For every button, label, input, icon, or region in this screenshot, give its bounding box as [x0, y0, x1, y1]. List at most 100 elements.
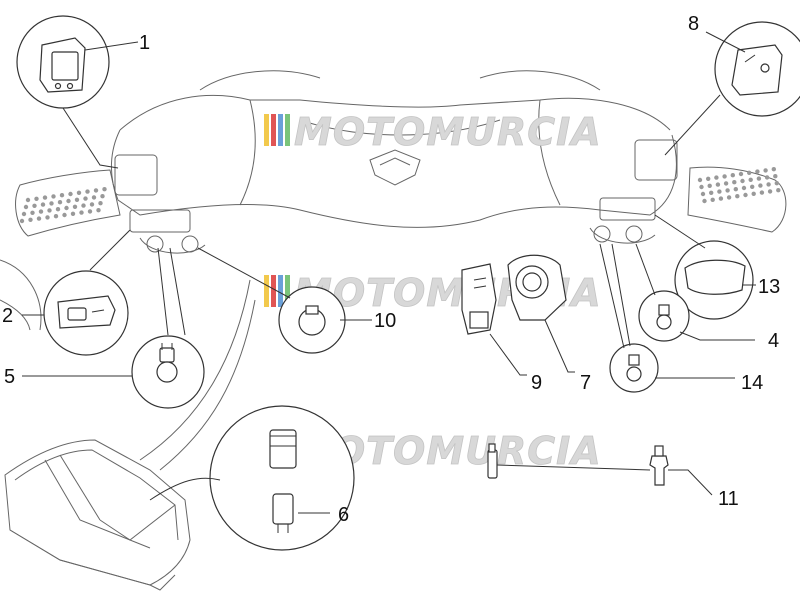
grip-dot	[706, 176, 711, 181]
grip-dot	[748, 177, 753, 182]
grip-dot	[102, 187, 107, 192]
grip-dot	[21, 211, 27, 217]
grip-dot	[53, 214, 59, 219]
grip-dot	[47, 208, 52, 213]
grip-dot	[763, 168, 768, 173]
headlamp-housing	[4, 439, 191, 591]
grip-dot	[49, 201, 54, 206]
grip-dot	[38, 209, 44, 214]
grip-dot	[36, 216, 42, 221]
label-7: 7	[580, 372, 591, 394]
grip-dot	[81, 203, 86, 208]
grip-dot	[758, 183, 763, 188]
grip-dot	[735, 194, 740, 199]
grip-dot	[710, 197, 715, 202]
grip-dot	[732, 180, 737, 185]
grip-dot	[68, 191, 73, 197]
grip-dot	[74, 197, 80, 202]
left-grip	[15, 169, 121, 237]
label-11: 11	[718, 488, 739, 510]
grip-dot	[85, 189, 90, 194]
grip-dot	[767, 189, 773, 194]
grip-dot	[725, 188, 730, 193]
grip-dot	[751, 191, 756, 196]
grip-dot	[707, 183, 712, 188]
label-10: 10	[374, 310, 396, 332]
grip-dot	[66, 198, 71, 204]
grip-dot	[715, 182, 721, 187]
grip-dot	[76, 190, 82, 195]
label-13: 13	[758, 276, 780, 298]
grip-dot	[756, 176, 762, 181]
grip-dot	[747, 170, 752, 175]
label-5: 5	[4, 366, 15, 388]
grip-dot	[42, 195, 48, 200]
label-2: 2	[2, 305, 13, 327]
grip-dot	[714, 175, 719, 180]
grip-dot	[51, 194, 56, 199]
part-8-switch-cap[interactable]: 8	[664, 13, 800, 156]
part-14-bulb[interactable]: 14	[599, 243, 763, 394]
grip-dot	[25, 197, 31, 203]
grip-dot	[766, 182, 771, 187]
handlebar-body	[110, 70, 678, 254]
grip-dot	[750, 184, 755, 189]
grip-dot	[726, 195, 732, 200]
part-9-socket[interactable]: 9	[461, 263, 542, 394]
part-11-bulbs[interactable]: 11	[487, 443, 739, 510]
grip-dot	[759, 190, 765, 195]
grip-dot	[87, 209, 93, 214]
grip-dot	[730, 173, 735, 178]
part-7-holder[interactable]: 7	[507, 254, 591, 394]
grip-dot	[771, 167, 776, 172]
grip-dot	[697, 177, 703, 183]
part-4-bulb[interactable]: 4	[635, 243, 779, 352]
grip-dot	[59, 193, 65, 198]
grip-dot	[718, 196, 724, 201]
grip-dot	[32, 203, 37, 208]
grip-dot	[57, 200, 63, 205]
grip-dot	[70, 211, 76, 216]
grip-dot	[717, 189, 722, 194]
label-14: 14	[741, 372, 763, 394]
watermark-1: MOTOMURCIA	[264, 110, 602, 154]
label-9: 9	[531, 372, 542, 394]
part-13-lens[interactable]: 13	[654, 214, 780, 320]
grip-dot	[738, 171, 744, 177]
grip-dot	[40, 202, 46, 207]
grip-dot	[733, 187, 738, 192]
grip-dot	[34, 196, 39, 201]
grip-dot	[30, 210, 35, 215]
grip-dot	[699, 184, 704, 190]
part-2-switch[interactable]: 2	[2, 229, 131, 356]
grip-dot	[702, 198, 707, 204]
grip-dot	[55, 207, 61, 212]
watermark-text: MOTOMURCIA	[294, 110, 602, 154]
grip-dot	[722, 174, 727, 179]
grip-dot	[774, 181, 779, 186]
grip-dot	[62, 212, 67, 218]
part-6-bulb[interactable]: 6	[149, 405, 355, 551]
grip-dot	[773, 174, 778, 179]
grip-dot	[93, 188, 99, 193]
right-grip	[687, 166, 787, 233]
grip-dot	[743, 192, 748, 198]
grip-dot	[98, 201, 103, 206]
grip-dot	[755, 169, 760, 174]
label-8: 8	[688, 13, 699, 35]
grip-dot	[723, 181, 729, 186]
label-6: 6	[338, 504, 349, 526]
grip-dot	[709, 190, 714, 195]
part-1-switch-block[interactable]: 1	[16, 15, 150, 169]
grip-dot	[700, 191, 706, 197]
grip-dot	[45, 215, 50, 220]
grip-dot	[100, 194, 105, 199]
part-5-bulb[interactable]: 5	[4, 247, 205, 409]
part-10-bulb[interactable]: 10	[197, 247, 396, 354]
grip-dot	[83, 196, 88, 201]
grip-dot	[64, 205, 69, 211]
label-1: 1	[139, 32, 150, 54]
grip-dot	[91, 195, 97, 200]
grip-dot	[741, 185, 747, 191]
